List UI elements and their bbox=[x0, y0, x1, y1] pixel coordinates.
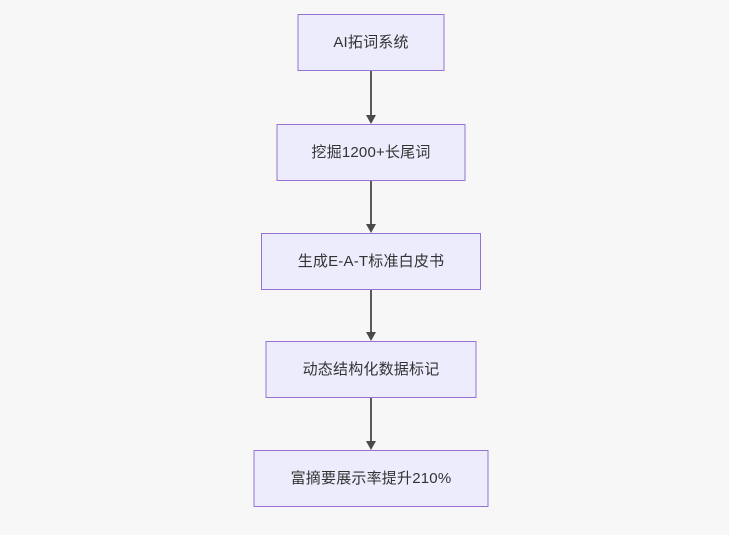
flow-node-label: AI拓词系统 bbox=[333, 34, 409, 51]
flow-node-dynamic-structured-data-markup[interactable]: 动态结构化数据标记 bbox=[265, 341, 477, 398]
flow-edge bbox=[364, 398, 378, 450]
flow-node-label: 富摘要展示率提升210% bbox=[290, 470, 452, 487]
arrowhead-icon bbox=[366, 332, 376, 341]
edge-line bbox=[370, 71, 372, 116]
edge-line bbox=[370, 290, 372, 333]
flow-node-generate-eat-whitepaper[interactable]: 生成E-A-T标准白皮书 bbox=[261, 233, 481, 290]
arrowhead-icon bbox=[366, 115, 376, 124]
flow-edge bbox=[364, 181, 378, 233]
flow-node-label: 挖掘1200+长尾词 bbox=[311, 144, 431, 161]
flow-node-label: 动态结构化数据标记 bbox=[302, 361, 440, 378]
arrowhead-icon bbox=[366, 441, 376, 450]
flow-node-ai-keyword-system[interactable]: AI拓词系统 bbox=[297, 14, 445, 71]
edge-line bbox=[370, 398, 372, 442]
flow-edge bbox=[364, 290, 378, 341]
flow-node-label: 生成E-A-T标准白皮书 bbox=[297, 253, 445, 270]
arrowhead-icon bbox=[366, 224, 376, 233]
edge-line bbox=[370, 181, 372, 225]
flow-node-mine-longtail-keywords[interactable]: 挖掘1200+长尾词 bbox=[276, 124, 466, 181]
flow-node-rich-snippet-impression-lift[interactable]: 富摘要展示率提升210% bbox=[253, 450, 489, 507]
flow-edge bbox=[364, 71, 378, 124]
